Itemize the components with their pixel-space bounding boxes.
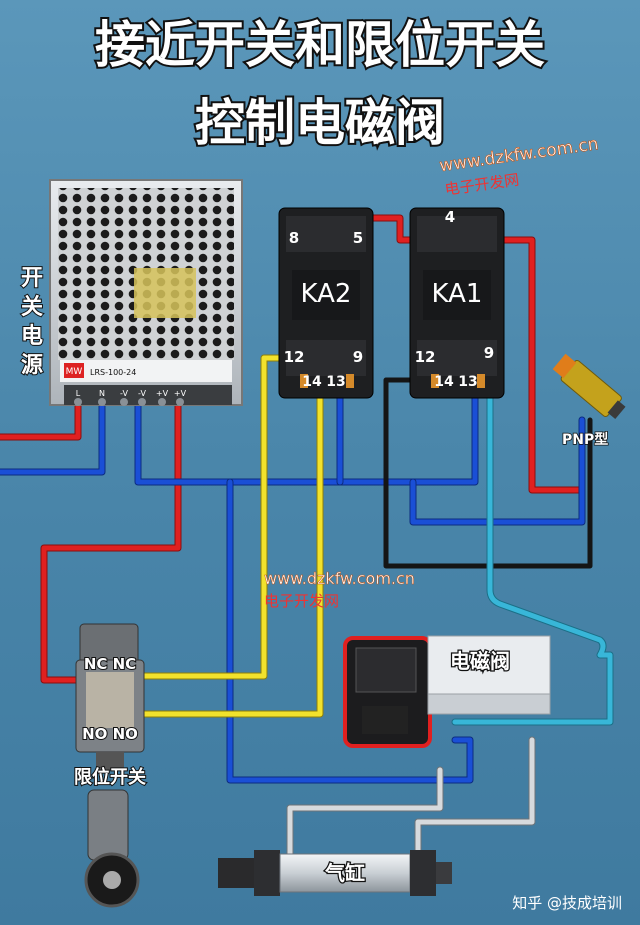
watermark-name-center: 电子开发网 [264,592,339,610]
red-wire-supply [0,398,82,441]
terminal-minus-v-1: -V [120,389,128,398]
ka2-pin-8: 8 [289,229,299,247]
ka2-pin-9: 9 [353,348,363,366]
ka1-pin-12: 12 [415,348,436,366]
power-label-char-2: 关 [21,295,43,320]
power-supply: MW LRS-100-24 L N -V -V +V +V [49,179,243,406]
power-label-char-4: 源 [21,353,43,378]
ka2-pin-12: 12 [284,348,305,366]
solenoid-valve: 电磁阀 [343,635,551,748]
ka2-pin-14: 14 [302,374,322,390]
terminal-plus-v-1: +V [156,389,169,398]
terminal-l: L [76,389,81,398]
power-terminals: L N -V -V +V +V [76,389,187,398]
sensor-label: PNP型 [562,431,608,448]
limit-no-label: NO NO [82,725,138,743]
air-cylinder: 气缸 [218,850,452,896]
title-line-2: 控制电磁阀 [195,94,445,152]
valve-label: 电磁阀 [450,649,510,673]
pnp-sensor: PNP型 [552,353,626,449]
brand-text: MW [66,367,83,377]
blue-wire-sensor [409,416,586,526]
air-hose-b [414,736,536,860]
power-label-char-3: 电 [21,324,43,349]
relay-ka1: KA1 4 12 9 14 13 [409,207,505,399]
yellow-wire-no [124,386,324,718]
title-line-1: 接近开关和限位开关 [95,16,545,74]
watermark-url-top: www.dzkfw.com.cn [438,134,600,176]
terminal-minus-v-2: -V [138,389,146,398]
brand-badge [64,363,84,378]
watermark-name-top: 电子开发网 [444,170,521,198]
ka2-pin-5: 5 [353,229,363,247]
relay-ka2: KA2 8 5 12 9 14 13 [278,207,374,399]
watermark-url-center: www.dzkfw.com.cn [264,569,415,588]
power-supply-label: 开 关 电 源 [20,265,44,379]
ka1-pin-4: 4 [445,208,455,226]
limit-switch-label: 限位开关 [74,766,146,788]
ka2-name: KA2 [301,279,352,309]
ka1-pin-13: 13 [458,374,477,390]
wire-group [0,214,614,860]
power-label-char-1: 开 [21,266,43,291]
black-wire-sensor [383,377,593,569]
ka1-pin-9: 9 [484,344,494,362]
limit-switch: NC NC NO NO 限位开关 [73,623,147,908]
power-model: LRS-100-24 [90,368,136,377]
ka1-name: KA1 [432,279,483,309]
terminal-plus-v-2: +V [174,389,187,398]
terminal-n: N [99,389,105,398]
cylinder-label: 气缸 [324,861,365,885]
ka2-pin-13: 13 [326,374,345,390]
limit-nc-label: NC NC [84,655,136,673]
ka1-pin-14: 14 [434,374,454,390]
footer-credit: 知乎 @技成培训 [512,894,622,912]
